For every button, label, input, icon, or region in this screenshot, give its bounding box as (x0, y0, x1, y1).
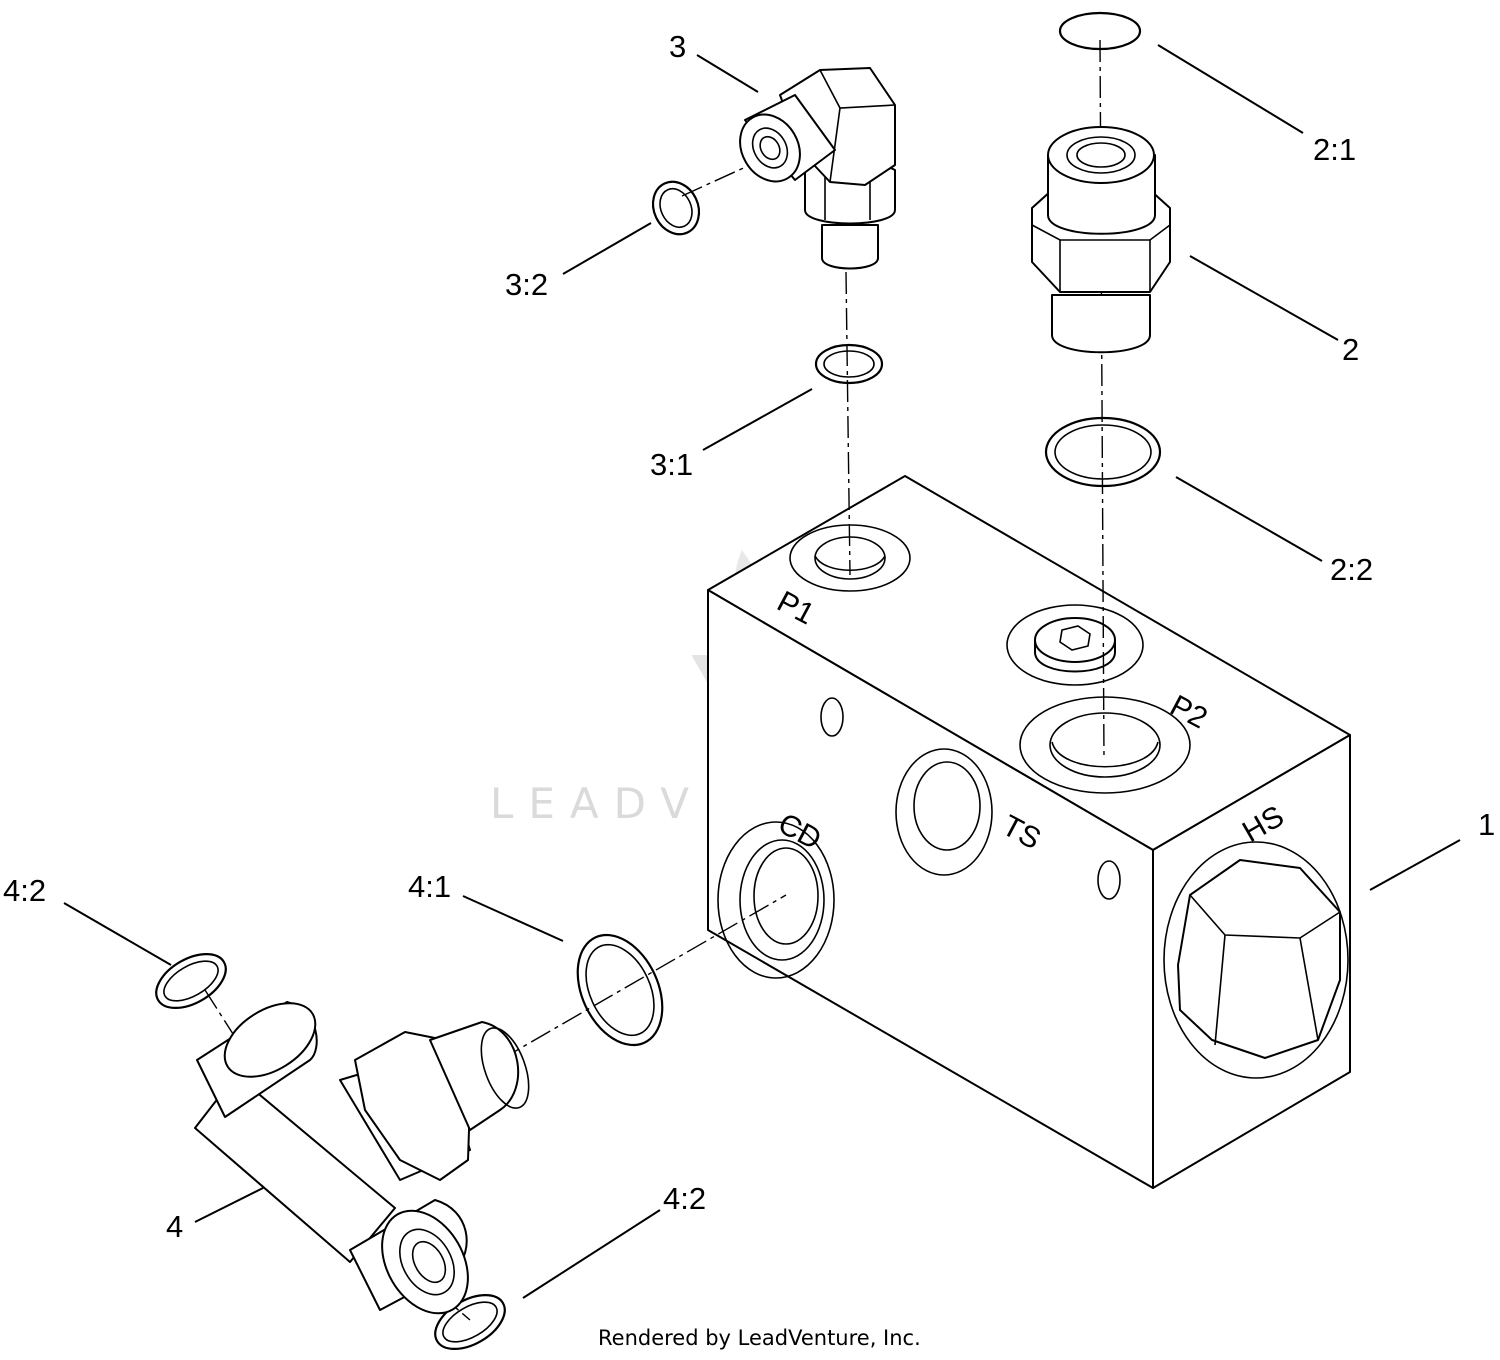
callout-2: 2 (1342, 332, 1359, 367)
callout-4-2-top: 4:2 (3, 873, 46, 908)
part-2-straight-fitting (1031, 11, 1171, 488)
o-ring-4-1 (576, 933, 664, 1047)
callout-1: 1 (1478, 807, 1495, 842)
callout-4-2-bottom: 4:2 (663, 1181, 706, 1216)
o-ring-4-2-top (155, 952, 227, 1010)
callout-3-1: 3:1 (650, 447, 693, 482)
leader-lines (63, 44, 1461, 1299)
callout-4: 4 (166, 1209, 183, 1244)
o-ring-2-1 (1058, 11, 1142, 51)
footer-credit: Rendered by LeadVenture, Inc. (598, 1326, 921, 1350)
manifold-block (707, 475, 1351, 1189)
o-ring-3-1 (814, 343, 884, 385)
callout-3: 3 (669, 29, 686, 64)
o-ring-3-2 (651, 180, 701, 236)
callout-2-2: 2:2 (1330, 552, 1373, 587)
part-3-elbow-fitting (651, 67, 896, 385)
callout-2-1: 2:1 (1313, 132, 1356, 167)
part-4-tee-fitting (155, 933, 664, 1351)
callout-4-1: 4:1 (408, 869, 451, 904)
o-ring-2-2 (1044, 416, 1162, 488)
callout-3-2: 3:2 (505, 267, 548, 302)
